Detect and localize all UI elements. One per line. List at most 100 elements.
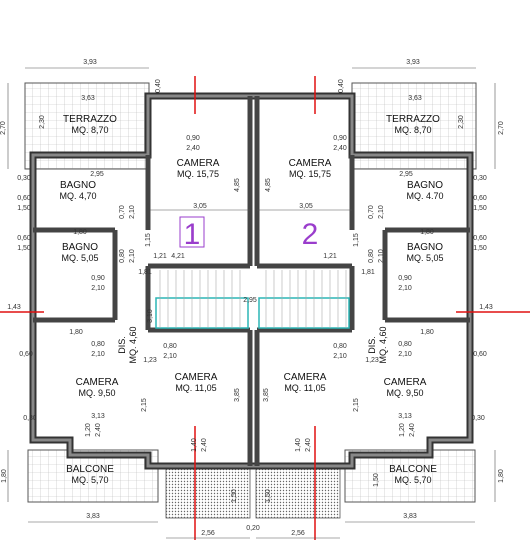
dim-123-b: 1,23 <box>365 357 379 364</box>
dim-side-right: 2,70 <box>498 121 505 135</box>
dim-210-b: 2,10 <box>378 205 385 219</box>
dim-215-a: 2,15 <box>141 398 148 412</box>
dim-060-f: 0,60 <box>473 351 487 358</box>
dim-090-d: 0,90 <box>398 275 412 282</box>
room-area-balcone-left: MQ. 5,70 <box>71 475 108 485</box>
dim-210-c: 2,10 <box>129 249 136 263</box>
dim-313-a: 3,13 <box>91 413 105 420</box>
room-area-dis-right: MQ. 4,60 <box>378 326 388 363</box>
room-area-bagno-right-1: MQ. 4.70 <box>406 191 443 201</box>
room-area-camera-mid-left: MQ. 9,50 <box>78 388 115 398</box>
room-name-camera-bottom-right: CAMERA <box>284 372 327 383</box>
dim-080-f: 0,80 <box>333 343 347 350</box>
dim-top-right: 3,93 <box>406 59 420 66</box>
dim-180-a: 1,80 <box>73 229 87 236</box>
room-area-bagno-right-2: MQ. 5,05 <box>406 253 443 263</box>
room-name-camera-mid-left: CAMERA <box>76 377 119 388</box>
dim-240-c: 2,40 <box>95 423 102 437</box>
dim-060-a: 0,60 <box>17 195 31 202</box>
dim-181-a: 1,81 <box>138 269 152 276</box>
dim-120-a: 1,20 <box>85 423 92 437</box>
dim-bottom-383-a: 3,83 <box>86 513 100 520</box>
dim-bottom-383-b: 3,83 <box>403 513 417 520</box>
dim-080-d: 0,80 <box>398 341 412 348</box>
dim-123-a: 1,23 <box>143 357 157 364</box>
dimension-lines <box>7 67 496 539</box>
room-name-balcone-right: BALCONE <box>389 464 437 475</box>
dim-080-c: 0,80 <box>91 341 105 348</box>
dim-305-b: 3,05 <box>299 203 313 210</box>
room-name-bagno-right-1: BAGNO <box>407 180 443 191</box>
axis-lines <box>0 76 530 540</box>
dim-143-b: 1,43 <box>479 304 493 311</box>
dim-090-c: 0,90 <box>91 275 105 282</box>
dim-080-a: 0,80 <box>119 249 126 263</box>
dim-030-b: 0,30 <box>473 175 487 182</box>
dim-balcony-180-b: 1,80 <box>498 469 505 483</box>
dim-top-left: 3,93 <box>83 59 97 66</box>
entrance-paving-right <box>255 465 341 519</box>
dim-balcony-150-b: 1,50 <box>265 489 272 503</box>
dim-150-d: 1,50 <box>473 245 487 252</box>
dim-210-g: 2,10 <box>91 351 105 358</box>
dim-060-e: 0,60 <box>19 351 33 358</box>
dim-121-a: 1,21 <box>153 253 167 260</box>
dim-terrace-left-h: 2,30 <box>39 115 46 129</box>
dim-040-left: 0,40 <box>155 79 162 93</box>
unit-1-box <box>179 216 205 248</box>
unit-2-number: 2 <box>302 218 319 251</box>
dim-090-b: 0,90 <box>333 135 347 142</box>
dim-030-d: 0,30 <box>471 415 485 422</box>
dim-295-b: 2,95 <box>399 171 413 178</box>
dim-240-b: 2,40 <box>333 145 347 152</box>
dim-295-stair: 2,95 <box>243 297 257 304</box>
dim-421: 4,21 <box>171 253 185 260</box>
dim-240-f: 2,40 <box>305 438 312 452</box>
dim-150-b: 1,50 <box>473 205 487 212</box>
balcony-right <box>344 449 476 503</box>
room-name-bagno-right-2: BAGNO <box>407 242 443 253</box>
walls-fill <box>31 94 472 468</box>
dim-215-b: 2,15 <box>353 398 360 412</box>
dim-070-b: 0,70 <box>368 205 375 219</box>
room-name-terrazzo-left: TERRAZZO <box>63 114 117 125</box>
dim-balcony-150-c: 1,50 <box>373 473 380 487</box>
dim-090-a: 0,90 <box>186 135 200 142</box>
dim-240-d: 2,40 <box>409 423 416 437</box>
room-name-camera-bottom-left: CAMERA <box>175 372 218 383</box>
dim-210-i: 2,10 <box>163 353 177 360</box>
dim-305-a: 3,05 <box>193 203 207 210</box>
stair <box>155 270 350 329</box>
dim-240-a: 2,40 <box>186 145 200 152</box>
room-area-dis-left: MQ. 4,60 <box>128 326 138 363</box>
interior-walls <box>33 96 470 466</box>
dim-bottom-256-b: 2,56 <box>291 530 305 537</box>
dim-070-a: 0,70 <box>119 205 126 219</box>
room-name-bagno-left-2: BAGNO <box>62 242 98 253</box>
dim-bottom-020: 0,20 <box>246 525 260 532</box>
dim-060-d: 0,60 <box>473 235 487 242</box>
dim-485-b: 4,85 <box>265 178 272 192</box>
dim-485-a: 4,85 <box>234 178 241 192</box>
dim-040-right: 0,40 <box>338 79 345 93</box>
dim-143-a: 1,43 <box>7 304 21 311</box>
dim-181-b: 1,81 <box>361 269 375 276</box>
room-area-terrazzo-right: MQ. 8,70 <box>394 125 431 135</box>
dim-180-b: 1,80 <box>420 229 434 236</box>
room-area-camera-bottom-right: MQ. 11,05 <box>284 383 325 393</box>
balcony-left <box>27 449 159 503</box>
room-area-balcone-right: MQ. 5,70 <box>394 475 431 485</box>
room-name-dis-left: DIS. <box>117 336 127 354</box>
dim-210-h: 2,10 <box>398 351 412 358</box>
dim-140-b: 1,40 <box>295 438 302 452</box>
dim-side-left: 2,70 <box>0 121 7 135</box>
dim-210-f: 2,10 <box>398 285 412 292</box>
room-name-terrazzo-right: TERRAZZO <box>386 114 440 125</box>
dim-030-a: 0,30 <box>17 175 31 182</box>
dim-080-b: 0,80 <box>368 249 375 263</box>
dim-terrace-right-h: 2,30 <box>458 115 465 129</box>
unit-1-number: 1 <box>184 218 201 251</box>
room-area-terrazzo-left: MQ. 8,70 <box>71 125 108 135</box>
room-area-bagno-left-2: MQ. 5,05 <box>61 253 98 263</box>
